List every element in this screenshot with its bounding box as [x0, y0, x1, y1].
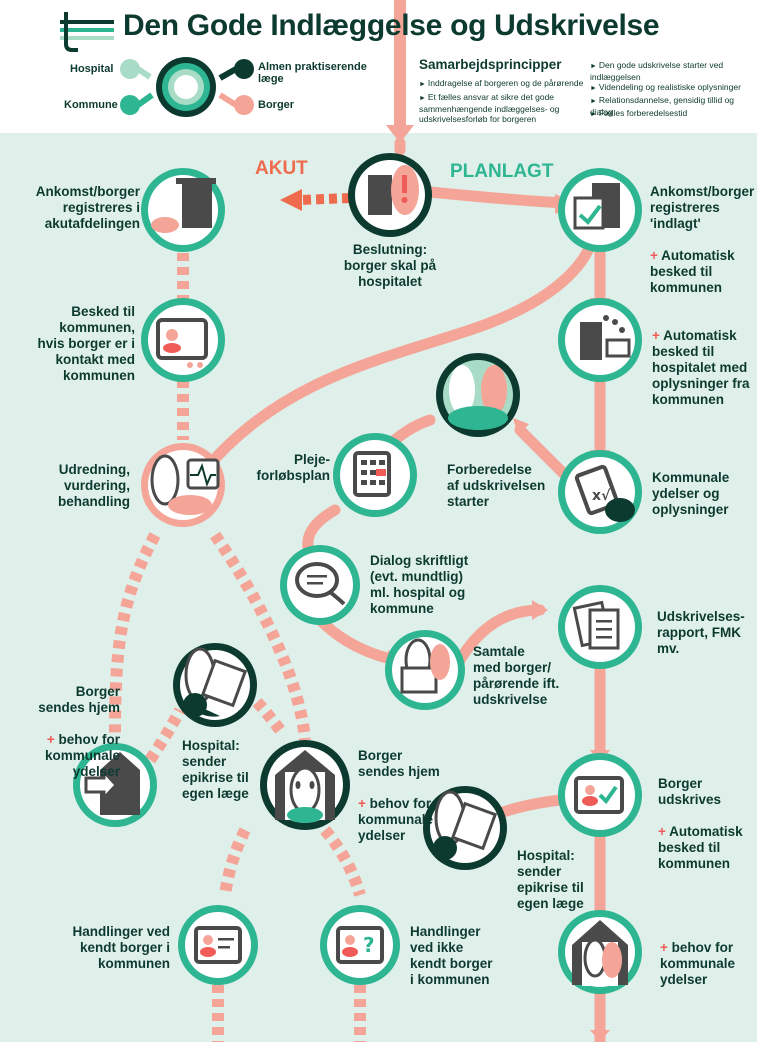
node-dialog-icon: [280, 545, 360, 625]
plus-sign: +: [660, 940, 668, 955]
node-borger-hjem-left-icon: [73, 743, 157, 827]
svg-text:?: ?: [363, 933, 375, 957]
node-plejeforlob-icon: [333, 433, 417, 517]
samarbejd-right-item: Den gode udskrivelse starter ved indlægg…: [590, 60, 755, 82]
dashed-connectors: [109, 253, 366, 1042]
label-kommunale-ydelser: Kommunale ydelser og oplysninger: [652, 470, 730, 517]
plus-sign: +: [46, 732, 55, 747]
label-auto-hospital-text: Automatisk besked til hospitalet med opl…: [652, 328, 750, 407]
samarbejd-left-item: Inddragelse af borgeren og de pårørende: [419, 78, 589, 90]
nodes: x√: [73, 153, 642, 994]
akut-arrow: [280, 189, 351, 211]
label-auto-hospital: + Automatisk besked til hospitalet med o…: [652, 312, 757, 408]
label-handlinger-kendt: Handlinger ved kendt borger i kommunen: [72, 924, 170, 971]
label-ankomst-planlagt-a: Ankomst/borger registreres 'indlagt': [650, 184, 755, 231]
label-udskrivelsesrapport: Udskrivelses- rapport, FMK mv.: [657, 609, 745, 656]
label-behov-right-text: behov for kommunale ydelser: [660, 940, 736, 987]
label-borger-hjem-mid-a: Borger sendes hjem: [358, 748, 440, 779]
label-dialog: Dialog skriftligt (evt. mundtlig) ml. ho…: [370, 553, 469, 616]
label-udredning: Udredning, vurdering, behandling: [58, 462, 130, 509]
node-behov-right-icon: [558, 910, 642, 994]
label-ankomst-planlagt: Ankomst/borger registreres 'indlagt' + A…: [650, 168, 757, 296]
legend-borger: Borger: [258, 99, 295, 111]
node-udredning-icon: [141, 443, 225, 527]
plus-sign: +: [650, 248, 658, 263]
legend-kommune: Kommune: [64, 99, 118, 111]
label-samtale: Samtale med borger/ pårørende ift. udskr…: [473, 644, 560, 707]
label-ankomst-akut: Ankomst/borger registreres i akutafdelin…: [35, 184, 140, 231]
node-borger-udskrives-icon: [558, 753, 642, 837]
node-hospital-epikrise-right-icon: [423, 786, 507, 870]
label-handlinger-ikke-kendt: Handlinger ved ikke kendt borger i kommu…: [410, 924, 493, 987]
planlagt-label: PLANLAGT: [450, 161, 554, 182]
node-borger-hjem-mid-icon: [260, 740, 350, 830]
node-handlinger-kendt-icon: [178, 905, 258, 985]
legend-hospital: Hospital: [70, 63, 114, 75]
samarbejd-right-item: Videndeling og realistiske oplysninger: [590, 82, 755, 94]
node-besked-kommunen-icon: [141, 298, 225, 382]
legend-node: [120, 57, 254, 117]
label-beslutning: Beslutning: borger skal på hospitalet: [343, 242, 437, 289]
label-behov-right: + behov for kommunale ydelser: [660, 924, 757, 988]
node-beslutning-icon: [348, 153, 432, 237]
node-handlinger-ikke-kendt-icon: ?: [320, 905, 400, 985]
label-hospital-epikrise-left: Hospital: sender epikrise til egen læge: [182, 738, 249, 801]
node-forberedelse-icon: [436, 353, 520, 437]
samarbejd-title: Samarbejdsprincipper: [419, 57, 562, 72]
akut-label: AKUT: [255, 158, 308, 179]
plus-sign: +: [652, 328, 660, 343]
label-plejeforlob: Pleje- forløbsplan: [256, 452, 331, 483]
node-samtale-icon: [385, 630, 465, 710]
plus-sign: +: [658, 824, 666, 839]
node-hospital-epikrise-left-icon: [173, 643, 257, 727]
label-borger-hjem-left-b: behov for kommunale ydelser: [44, 732, 120, 779]
label-besked-kommunen: Besked til kommunen, hvis borger er i ko…: [37, 304, 135, 383]
label-borger-udskrives: Borger udskrives + Automatisk besked til…: [658, 760, 757, 872]
label-borger-hjem-left: Borger sendes hjem + behov for kommunale…: [20, 668, 120, 780]
logo-icon: [60, 12, 114, 52]
label-borger-hjem-mid: Borger sendes hjem + behov for kommunale…: [358, 732, 468, 844]
legend-almen: Almen praktiserende læge: [258, 61, 367, 85]
plus-sign: +: [358, 796, 366, 811]
label-borger-hjem-left-a: Borger sendes hjem: [38, 684, 120, 715]
label-borger-udskrives-b: Automatisk besked til kommunen: [658, 824, 743, 871]
label-ankomst-planlagt-b: Automatisk besked til kommunen: [650, 248, 735, 295]
entry-arrow: [386, 0, 414, 143]
label-borger-hjem-mid-b: behov for kommunale ydelser: [358, 796, 434, 843]
label-hospital-epikrise-right: Hospital: sender epikrise til egen læge: [517, 848, 584, 911]
node-kommunale-ydelser-icon: x√: [558, 450, 642, 534]
svg-text:x√: x√: [592, 488, 611, 504]
node-ankomst-planlagt-icon: [558, 168, 642, 252]
samarbejd-left-item: Et fælles ansvar at sikre det gode samme…: [419, 92, 589, 124]
node-auto-hospital-icon: [558, 298, 642, 382]
page-title: Den Gode Indlæggelse og Udskrivelse: [123, 9, 660, 42]
samarbejd-right-item: Fælles forberedelsestid: [590, 108, 755, 120]
node-udskrivelsesrapport-icon: [558, 585, 642, 669]
label-forberedelse: Forberedelse af udskrivelsen starter: [447, 462, 546, 509]
node-ankomst-akut-icon: [141, 168, 225, 252]
label-borger-udskrives-a: Borger udskrives: [658, 776, 722, 807]
